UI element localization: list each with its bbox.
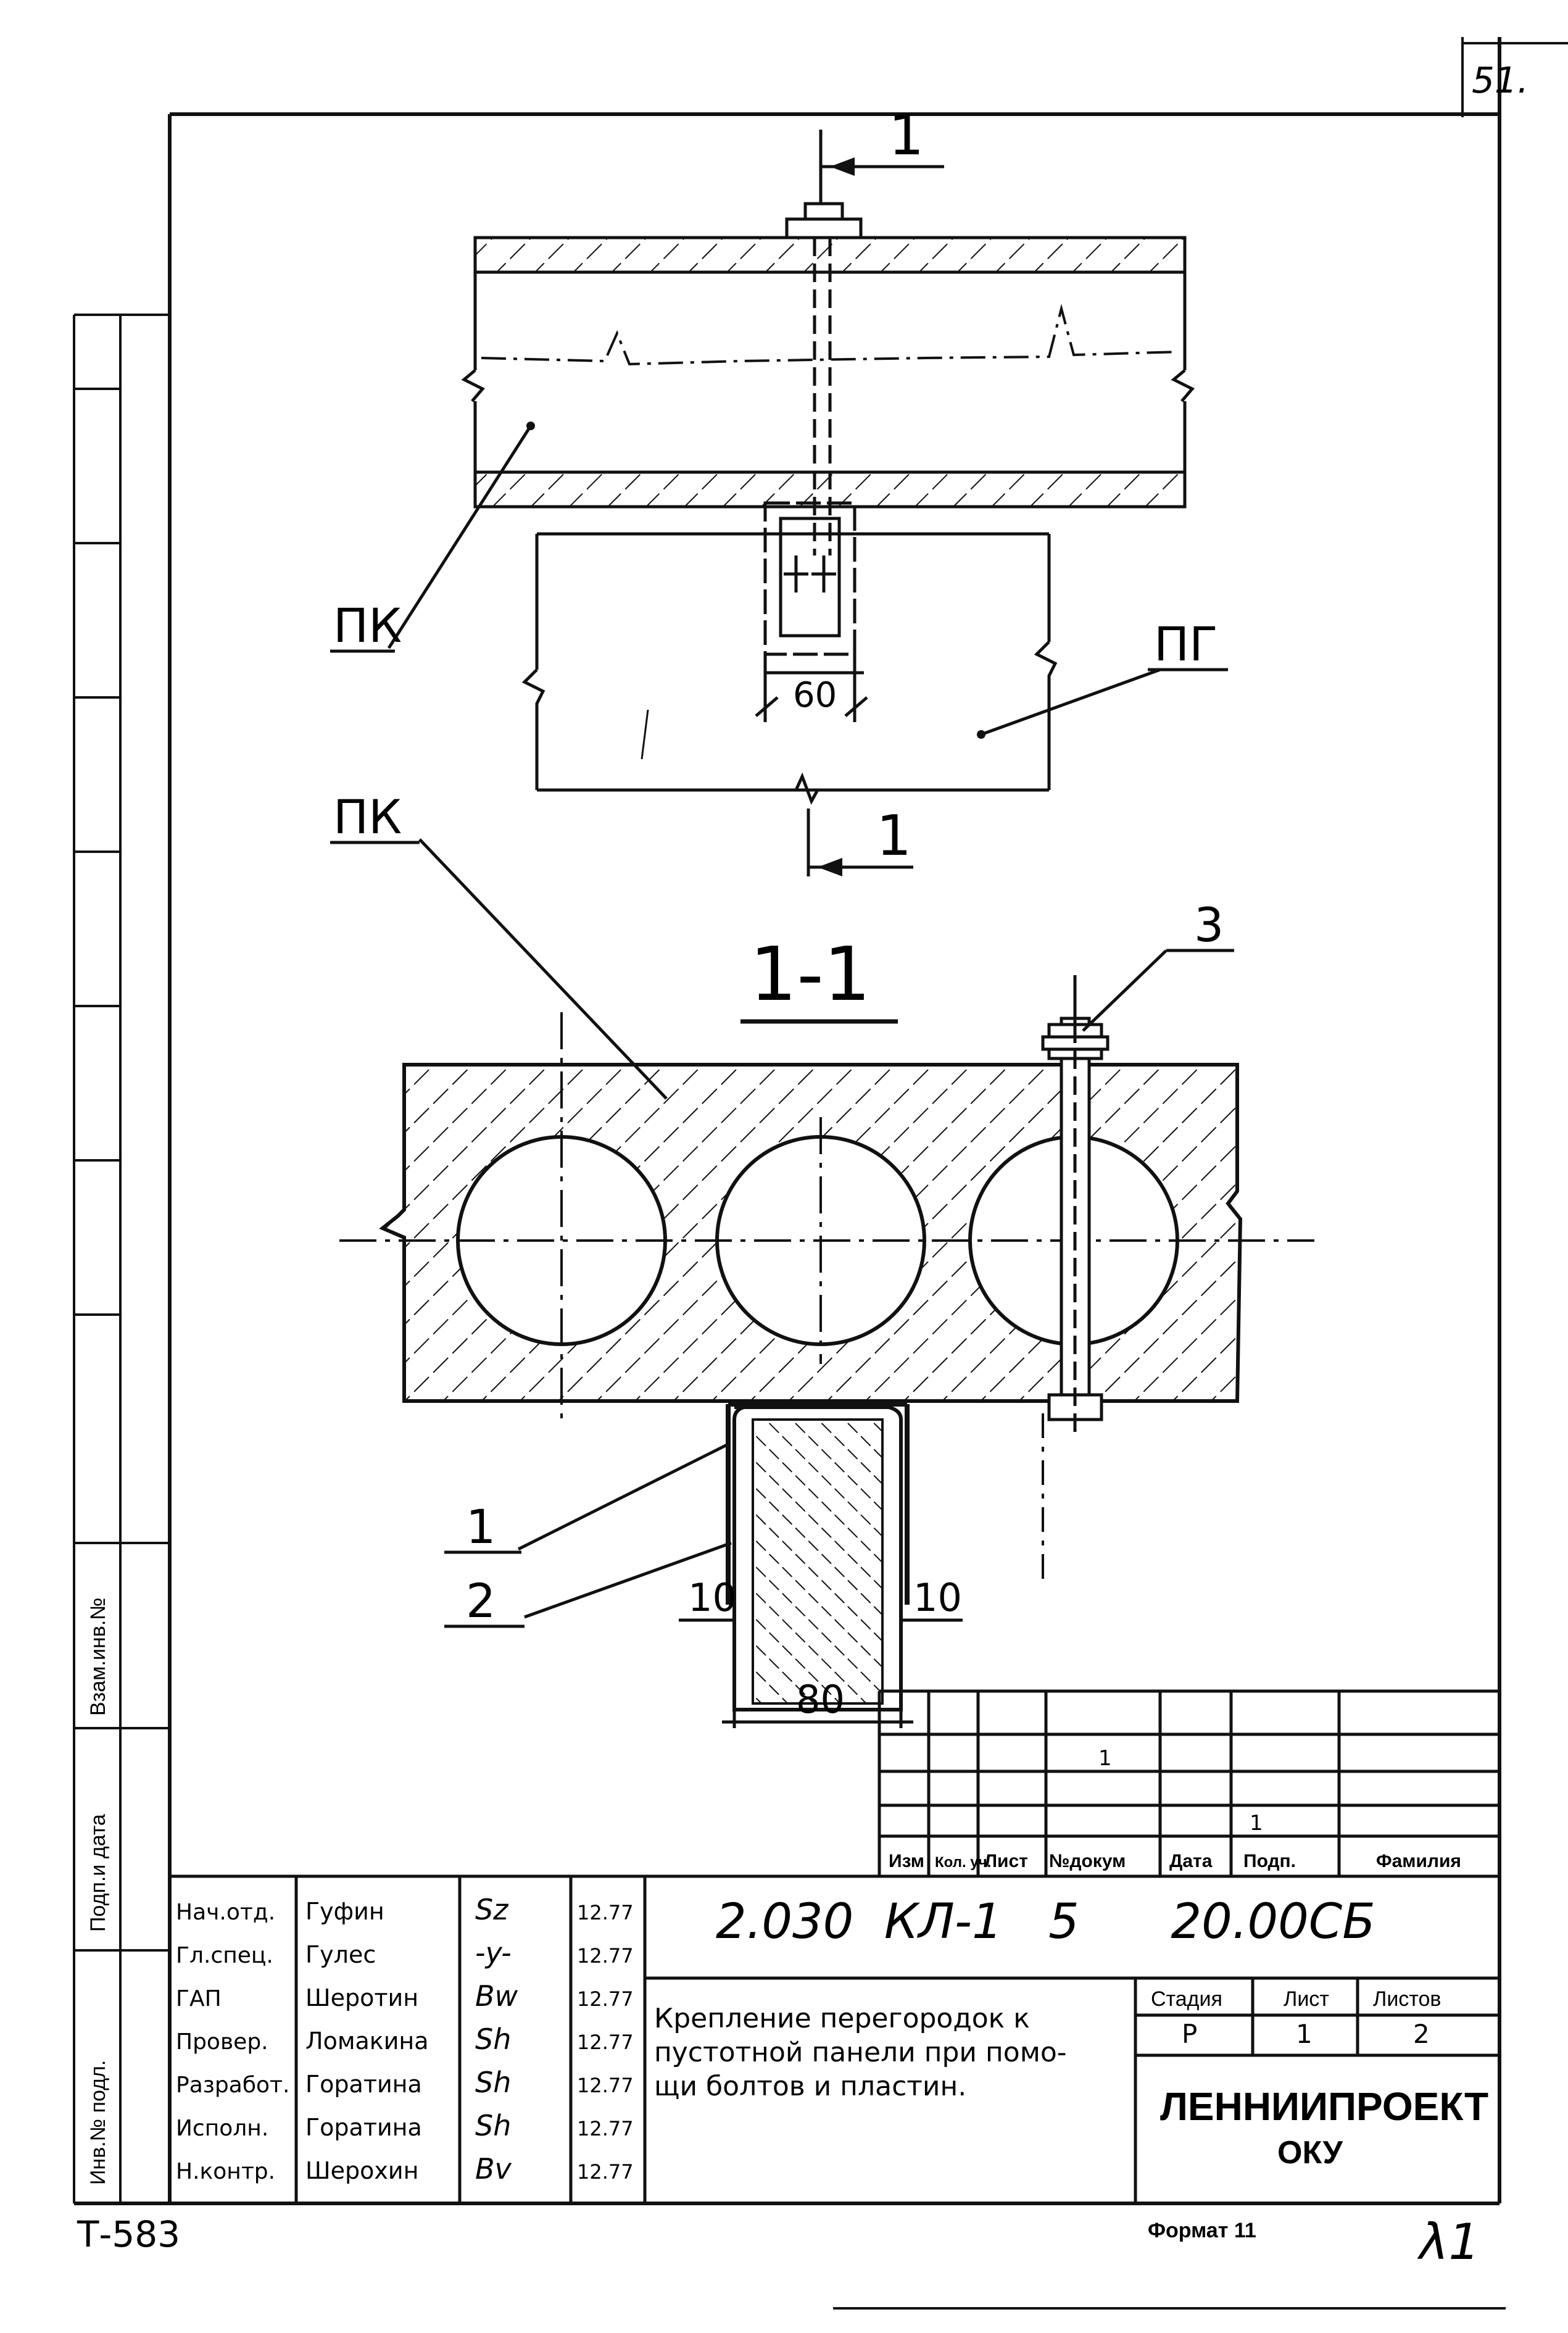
role-6: Исполн. — [176, 2116, 268, 2141]
sheet-value: 1 — [1296, 2019, 1313, 2049]
rev-header-kol: Кол. уч. — [935, 1854, 991, 1871]
callout-2: 2 — [466, 1573, 496, 1628]
plan-view: 1 60 — [330, 103, 1228, 876]
name-7: Шерохин — [305, 2157, 418, 2184]
leader-dot-pg — [977, 730, 985, 739]
partition-section — [722, 1402, 913, 1728]
sheet-handwritten-mark: λ1 — [1417, 2213, 1480, 2271]
sheets-value: 2 — [1413, 2019, 1430, 2049]
name-4: Ломакина — [305, 2027, 429, 2055]
archive-number: Т-583 — [77, 2213, 180, 2255]
dim-bottom-80: 80 — [796, 1677, 845, 1722]
stamp-replace-inv: Взам.инв.№ — [86, 1597, 110, 1716]
signature-dates: 12.77 12.77 12.77 12.77 12.77 12.77 12.7… — [577, 1901, 634, 2184]
rev-header-list: Лист — [984, 1851, 1028, 1871]
revision-headers: Изм Кол. уч. Лист №докум Дата Подп. Фами… — [889, 1851, 1461, 1871]
sign-2: -y- — [475, 1936, 512, 1969]
role-4: Провер. — [176, 2029, 268, 2055]
sign-6: Sh — [475, 2109, 511, 2142]
date-7: 12.77 — [577, 2160, 634, 2184]
stamp-sign-date: Подп.и дата — [86, 1814, 110, 1932]
revision-table — [170, 1689, 1500, 1878]
section-marker-bottom: 1 — [807, 804, 913, 876]
plate-plan — [755, 501, 868, 722]
section-leaders — [418, 838, 1234, 1619]
sheets-label: Листов — [1373, 1987, 1441, 2011]
date-1: 12.77 — [577, 1901, 634, 1924]
format-label: Формат 11 — [1148, 2219, 1256, 2242]
role-2: Гл.спец. — [176, 1943, 273, 1968]
role-1: Нач.отд. — [176, 1900, 275, 1925]
dim-left-10: 10 — [688, 1575, 737, 1620]
name-6: Горатина — [305, 2114, 422, 2141]
description-line-1: Крепление перегородок к — [654, 2003, 1030, 2034]
rev-header-date: Дата — [1169, 1851, 1213, 1871]
partition-plan — [521, 532, 1058, 805]
signature-names: Гуфин Гулес Шеротин Ломакина Горатина Го… — [305, 1898, 429, 2184]
sign-3: Bw — [475, 1979, 518, 2013]
section-marker-top: 1 — [821, 103, 944, 176]
rev-header-name: Фамилия — [1376, 1851, 1461, 1871]
rev-header-izm: Изм — [889, 1851, 924, 1871]
organization-name: ЛЕННИИПРОЕКТ — [1160, 2084, 1488, 2129]
name-1: Гуфин — [305, 1898, 384, 1925]
plan-dim-60: 60 — [793, 675, 837, 715]
sheet-label: Лист — [1284, 1987, 1329, 2011]
stage-label: Стадия — [1151, 1987, 1222, 2011]
date-4: 12.77 — [577, 2031, 634, 2054]
left-margin-strip — [73, 314, 170, 2203]
sign-1: Sz — [475, 1893, 508, 1926]
date-6: 12.77 — [577, 2117, 634, 2140]
sign-7: Bv — [475, 2152, 512, 2185]
rev-mark-2: 1 — [1250, 1811, 1263, 1836]
label-pg-plan: ПГ — [1154, 617, 1218, 672]
hollow-panel-plan — [461, 236, 1195, 509]
name-3: Шеротин — [305, 1984, 418, 2011]
label-pk-section: ПК — [333, 789, 402, 844]
drawing-description: Крепление перегородок к пустотной панели… — [654, 2003, 1067, 2102]
signature-grid — [294, 1876, 1500, 2203]
role-7: Н.контр. — [176, 2159, 275, 2184]
description-line-2: пустотной панели при помо- — [654, 2037, 1067, 2068]
role-3: ГАП — [176, 1986, 222, 2011]
date-2: 12.77 — [577, 1944, 634, 1968]
drawing-code: 2.030 КЛ-1 5 20.00СБ — [716, 1894, 1375, 1950]
organization-unit: ОКУ — [1277, 2135, 1343, 2171]
signature-marks: Sz -y- Bw Sh Sh Sh Bv — [475, 1893, 518, 2185]
stage-value: Р — [1182, 2019, 1197, 2049]
rev-mark-1: 1 — [1098, 1746, 1112, 1771]
name-2: Гулес — [305, 1941, 376, 1968]
callout-1: 1 — [466, 1499, 496, 1554]
section-mark-bottom-label: 1 — [876, 804, 911, 868]
stamp-inv-orig: Инв.№ подл. — [86, 2060, 110, 2185]
sheet-frame — [74, 37, 1568, 2205]
date-3: 12.77 — [577, 1987, 634, 2011]
callout-3: 3 — [1194, 897, 1224, 952]
description-line-3: щи болтов и пластин. — [654, 2071, 966, 2102]
sign-4: Sh — [475, 2023, 511, 2056]
leader-dot-pk — [526, 422, 535, 430]
section-view: 1-1 — [330, 789, 1314, 1728]
plan-leaders — [387, 425, 1161, 736]
signature-roles: Нач.отд. Гл.спец. ГАП Провер. Разработ. … — [176, 1900, 289, 2184]
corner-page-number: 51. — [1472, 59, 1529, 101]
section-mark-top-label: 1 — [889, 103, 924, 168]
section-title: 1-1 — [750, 932, 871, 1018]
date-5: 12.77 — [577, 2074, 634, 2097]
through-bolt — [1041, 975, 1110, 1438]
rev-header-doc: №докум — [1049, 1851, 1126, 1871]
label-pk-plan: ПК — [333, 598, 402, 653]
sign-5: Sh — [475, 2066, 511, 2099]
role-5: Разработ. — [176, 2073, 289, 2098]
rev-header-sign: Подп. — [1243, 1851, 1296, 1871]
name-5: Горатина — [305, 2071, 422, 2098]
dim-right-10: 10 — [913, 1575, 962, 1620]
